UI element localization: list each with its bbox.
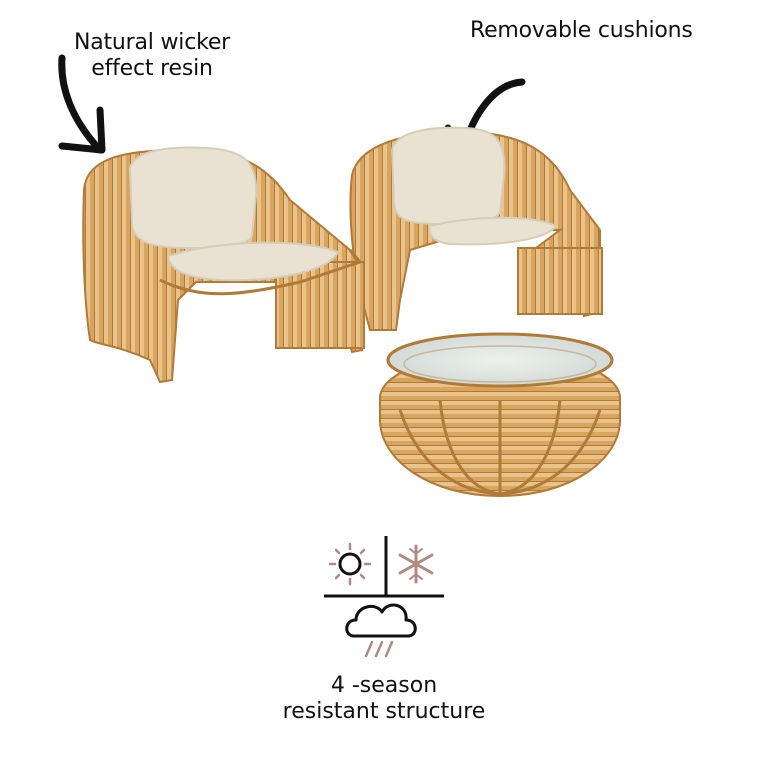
annotation-wicker-line2: effect resin xyxy=(91,56,213,81)
annotation-wicker: Natural wicker effect resin xyxy=(62,30,242,82)
wicker-chair-front xyxy=(82,146,365,384)
annotation-wicker-line1: Natural wicker xyxy=(73,30,231,55)
weather-icons xyxy=(324,536,444,658)
arrow-left-icon xyxy=(58,54,106,154)
season-caption-line2: resistant structure xyxy=(282,699,486,724)
wicker-coffee-table xyxy=(379,332,621,498)
season-caption-line1: 4 -season xyxy=(330,673,438,698)
season-caption: 4 -season resistant structure xyxy=(234,673,534,725)
rain-cloud-icon xyxy=(345,603,417,658)
sun-icon xyxy=(328,542,372,586)
annotation-cushions: Removable cushions xyxy=(470,18,693,43)
snowflake-icon xyxy=(398,544,434,584)
wicker-chair-back xyxy=(349,126,603,331)
